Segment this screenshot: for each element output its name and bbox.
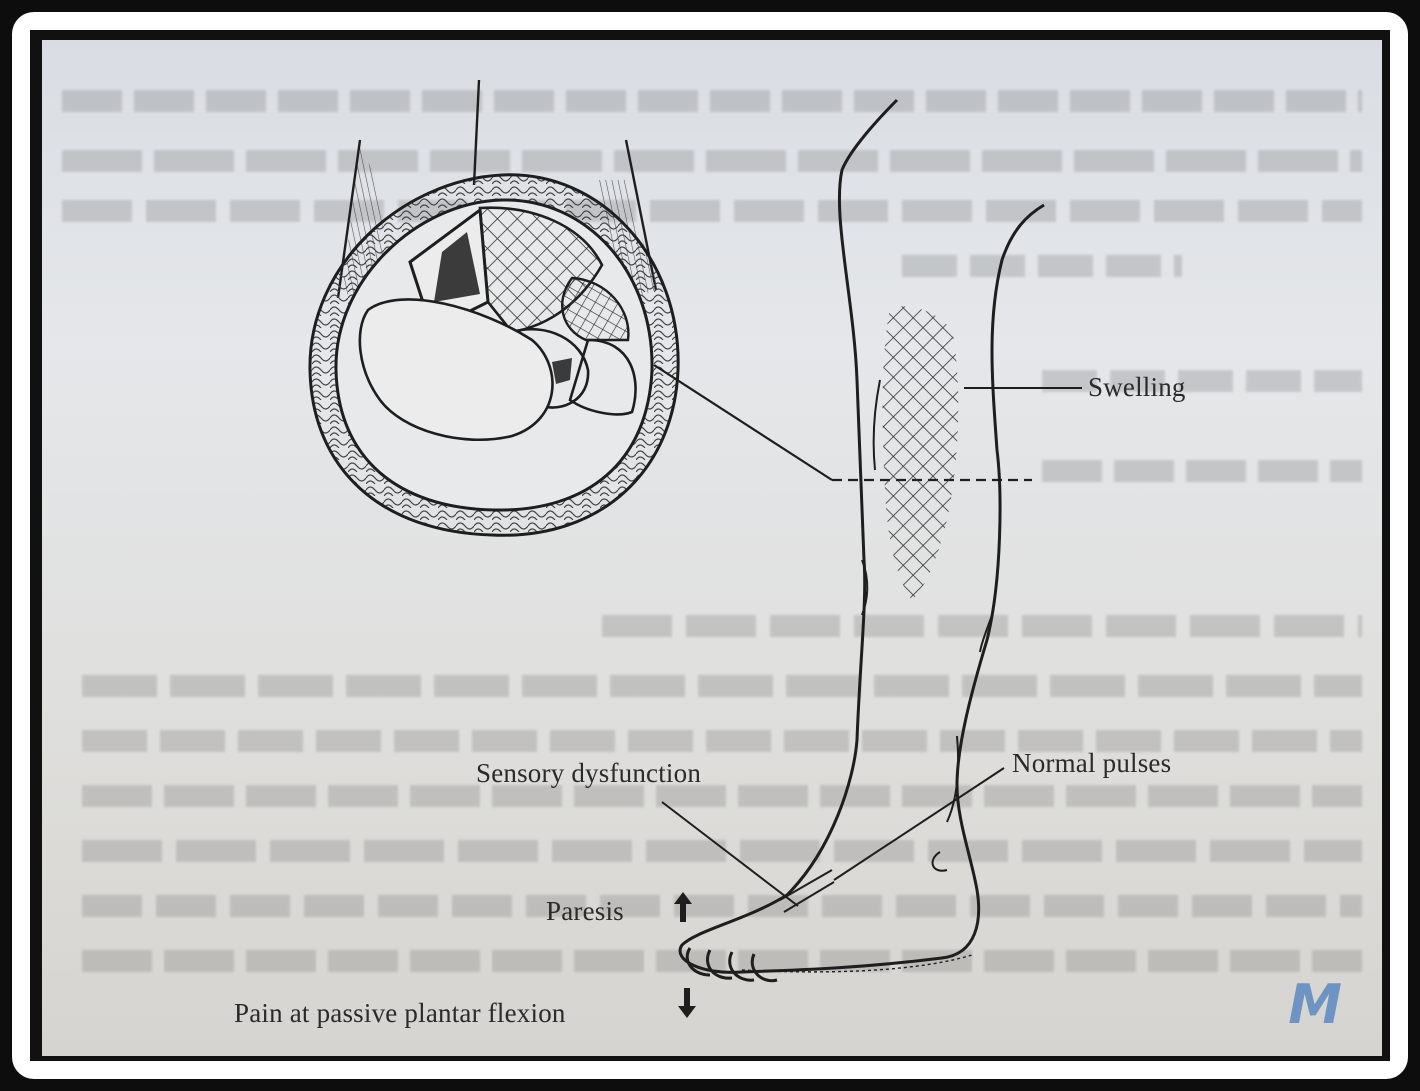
cross-section-diagram — [310, 80, 678, 535]
normal-pulses-leader-line — [834, 768, 1004, 880]
sensory-dysfunction-label: Sensory dysfunction — [476, 758, 701, 789]
arrow-up-icon — [672, 890, 694, 924]
watermark-logo: M — [1288, 973, 1342, 1036]
swelling-region — [883, 306, 959, 600]
arrow-down-icon — [676, 986, 698, 1020]
normal-pulses-label: Normal pulses — [1012, 748, 1171, 779]
swelling-label: Swelling — [1088, 372, 1186, 403]
compartment-syndrome-illustration — [42, 40, 1382, 1056]
leg-illustration — [680, 100, 1044, 981]
book-page: Swelling Normal pulses Sensory dysfuncti… — [42, 40, 1382, 1056]
cross-section-leader-line — [654, 365, 832, 480]
pain-passive-plantar-flexion-label: Pain at passive plantar flexion — [234, 998, 566, 1029]
paresis-label: Paresis — [546, 896, 624, 927]
